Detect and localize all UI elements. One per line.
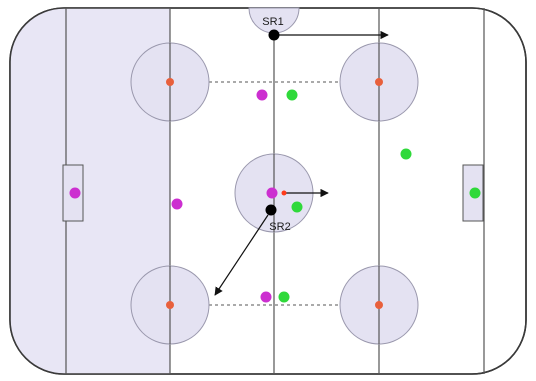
green-player-right-wing (400, 148, 412, 160)
magenta-player-upper-center (256, 89, 268, 101)
green-player-right-goal (469, 187, 481, 199)
magenta-player-left-goal (69, 187, 81, 199)
green-player-upper-center (286, 89, 298, 101)
green-player-lower-center (278, 291, 290, 303)
green-player-center-faceoff (291, 201, 303, 213)
magenta-player-lower-center (260, 291, 272, 303)
faceoff-dot-lower-right (375, 301, 383, 309)
magenta-player-left-defense (171, 198, 183, 210)
sr1-label: SR1 (262, 16, 283, 28)
sr2-label: SR2 (269, 221, 290, 233)
faceoff-dot-upper-left (166, 78, 174, 86)
puck-dot (281, 190, 287, 196)
faceoff-dot-upper-right (375, 78, 383, 86)
faceoff-dot-lower-left (166, 301, 174, 309)
sr2-movement-arrow (214, 214, 269, 296)
official-sr1 (268, 29, 280, 41)
magenta-player-center-faceoff (266, 187, 278, 199)
official-sr2 (265, 204, 277, 216)
